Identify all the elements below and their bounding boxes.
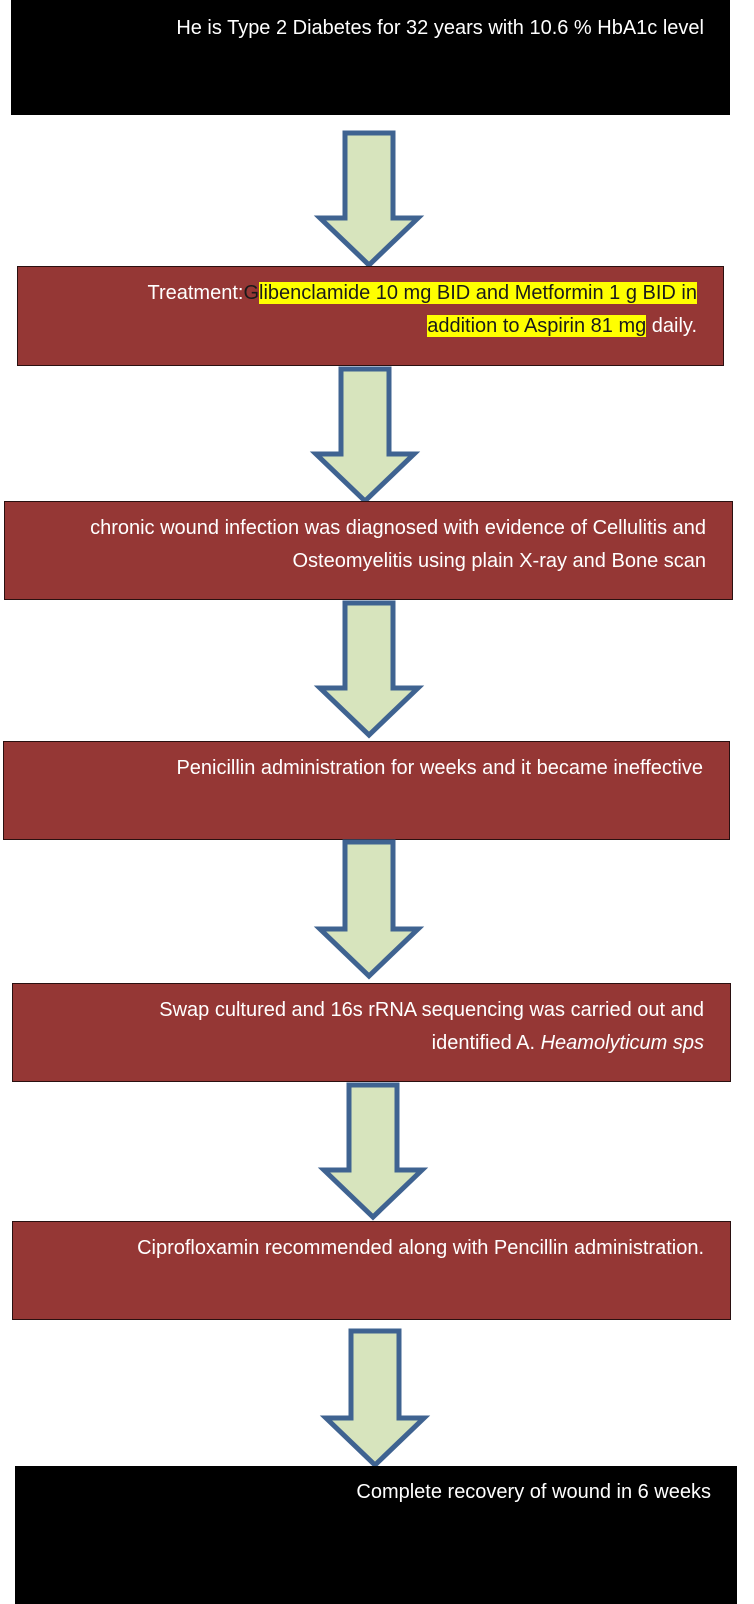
step-5-line-2: identified A. Heamolyticum sps	[13, 1027, 704, 1060]
step-5-species-name: Heamolyticum sps	[540, 1032, 704, 1054]
arrow-4	[313, 839, 425, 980]
step-5-line-1: Swap cultured and 16s rRNA sequencing wa…	[159, 999, 704, 1021]
step-7-text: Complete recovery of wound in 6 weeks	[356, 1481, 711, 1503]
arrow-3	[313, 600, 425, 739]
step-2-line-1: Treatment:Glibenclamide 10 mg BID and Me…	[18, 277, 697, 310]
step-5-line-2-prefix: identified A.	[431, 1032, 541, 1054]
arrow-6	[319, 1328, 431, 1469]
step-4-text: Penicillin administration for weeks and …	[176, 757, 703, 779]
step-5-box: Swap cultured and 16s rRNA sequencing wa…	[12, 983, 731, 1082]
step-6-text: Ciprofloxamin recommended along with Pen…	[137, 1237, 704, 1259]
step-3-line-2: Osteomyelitis using plain X-ray and Bone…	[292, 550, 706, 572]
step-1-text: He is Type 2 Diabetes for 32 years with …	[176, 17, 704, 39]
step-3-line-1: chronic wound infection was diagnosed wi…	[90, 517, 706, 539]
step-2-highlight-line-2: addition to Aspirin 81 mg	[427, 315, 647, 337]
step-2-suffix: daily.	[646, 315, 697, 337]
arrow-5	[317, 1082, 429, 1221]
step-2-prefix: Treatment:	[147, 282, 244, 304]
step-2-line-2: addition to Aspirin 81 mg daily.	[18, 310, 697, 343]
arrow-1	[313, 130, 425, 269]
step-1-box: He is Type 2 Diabetes for 32 years with …	[11, 0, 730, 115]
step-2-highlight-line-1: libenclamide 10 mg BID and Metformin 1 g…	[259, 282, 697, 304]
step-2-box: Treatment:Glibenclamide 10 mg BID and Me…	[17, 266, 724, 366]
step-7-box: Complete recovery of wound in 6 weeks	[15, 1466, 737, 1604]
arrow-2	[309, 366, 421, 505]
step-6-box: Ciprofloxamin recommended along with Pen…	[12, 1221, 731, 1320]
step-4-box: Penicillin administration for weeks and …	[3, 741, 730, 840]
step-2-first-char: G	[243, 282, 260, 304]
step-3-box: chronic wound infection was diagnosed wi…	[4, 501, 733, 600]
